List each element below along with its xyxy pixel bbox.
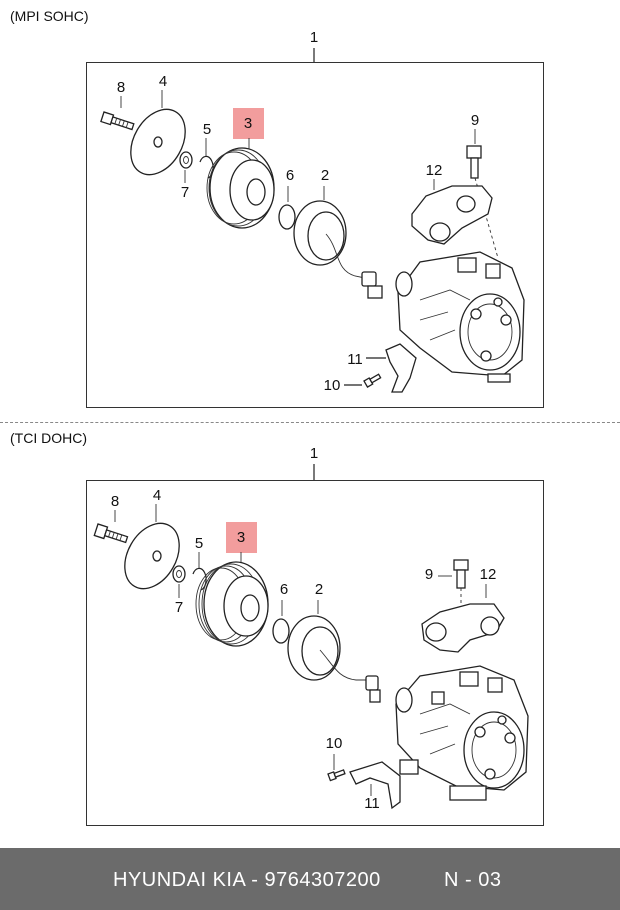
callout-10[interactable]: 10: [325, 735, 343, 752]
callout-2[interactable]: 2: [320, 167, 330, 184]
assembly-bottom: [93, 464, 529, 810]
diagram-frame-top: [86, 62, 544, 408]
callout-12[interactable]: 12: [425, 162, 443, 179]
callout-4[interactable]: 4: [158, 73, 168, 90]
highlight-part-3[interactable]: [226, 522, 257, 553]
callout-8[interactable]: 8: [116, 79, 126, 96]
assembly-top: [100, 48, 525, 393]
callout-9[interactable]: 9: [424, 566, 434, 583]
callout-7[interactable]: 7: [180, 184, 190, 201]
callout-11[interactable]: 11: [364, 795, 380, 812]
callout-3[interactable]: 3: [243, 115, 253, 132]
callout-9[interactable]: 9: [470, 112, 480, 129]
callout-8[interactable]: 8: [110, 493, 120, 510]
callout-3[interactable]: 3: [236, 529, 246, 546]
section-label-mpi-sohc: (MPI SOHC): [10, 8, 89, 24]
footer-part-number: HYUNDAI KIA - 9764307200: [113, 869, 381, 891]
callout-12[interactable]: 12: [479, 566, 497, 583]
callout-4[interactable]: 4: [152, 487, 162, 504]
callout-6[interactable]: 6: [285, 167, 295, 184]
section-label-tci-dohc: (TCI DOHC): [10, 430, 87, 446]
assembly-number: 1: [309, 29, 319, 46]
callout-5[interactable]: 5: [194, 535, 204, 552]
callout-10[interactable]: 10: [323, 377, 341, 394]
callout-6[interactable]: 6: [279, 581, 289, 598]
diagram-frame-bottom: [86, 480, 544, 826]
section-divider: [0, 422, 620, 423]
highlight-part-3[interactable]: [233, 108, 264, 139]
exploded-view-illustration: [93, 48, 529, 810]
callout-2[interactable]: 2: [314, 581, 324, 598]
footer-bar: HYUNDAI KIA - 9764307200 N - 03: [0, 848, 620, 910]
footer-page-code: N - 03: [444, 869, 502, 891]
callout-7[interactable]: 7: [174, 599, 184, 616]
callout-5[interactable]: 5: [202, 121, 212, 138]
assembly-number: 1: [309, 445, 319, 462]
callout-11[interactable]: 11: [347, 351, 363, 368]
